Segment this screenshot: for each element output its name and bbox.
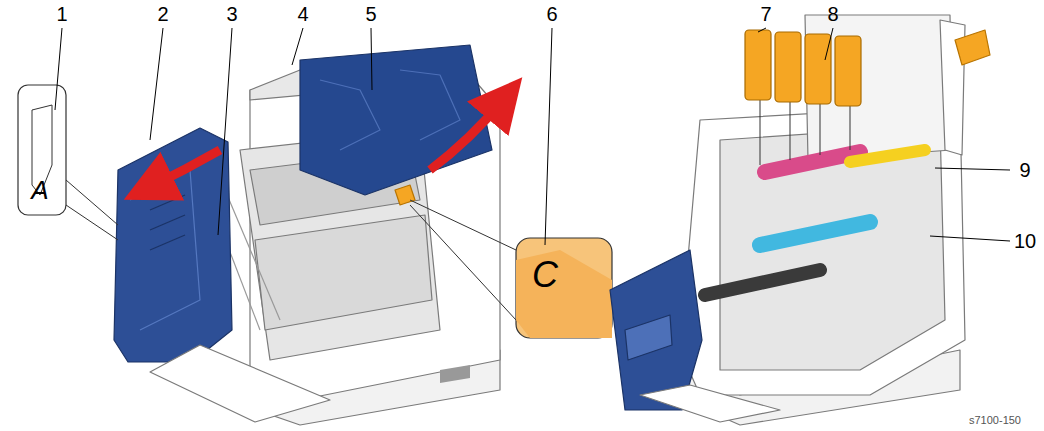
callout-number: 8 bbox=[827, 4, 838, 24]
inset-letter: A bbox=[31, 177, 48, 203]
callout-number: 10 bbox=[1014, 231, 1036, 251]
callout-number: 4 bbox=[297, 4, 308, 24]
figure-id: s7100-150 bbox=[969, 415, 1021, 426]
callout-number: 9 bbox=[1019, 160, 1030, 180]
inset-letter: C bbox=[532, 257, 558, 293]
callout-number: 3 bbox=[226, 4, 237, 24]
callout-number: 7 bbox=[760, 4, 771, 24]
callout-number: 6 bbox=[546, 4, 557, 24]
callout-number: 5 bbox=[365, 4, 376, 24]
callout-number: 1 bbox=[56, 4, 67, 24]
callout-number: 2 bbox=[157, 4, 168, 24]
